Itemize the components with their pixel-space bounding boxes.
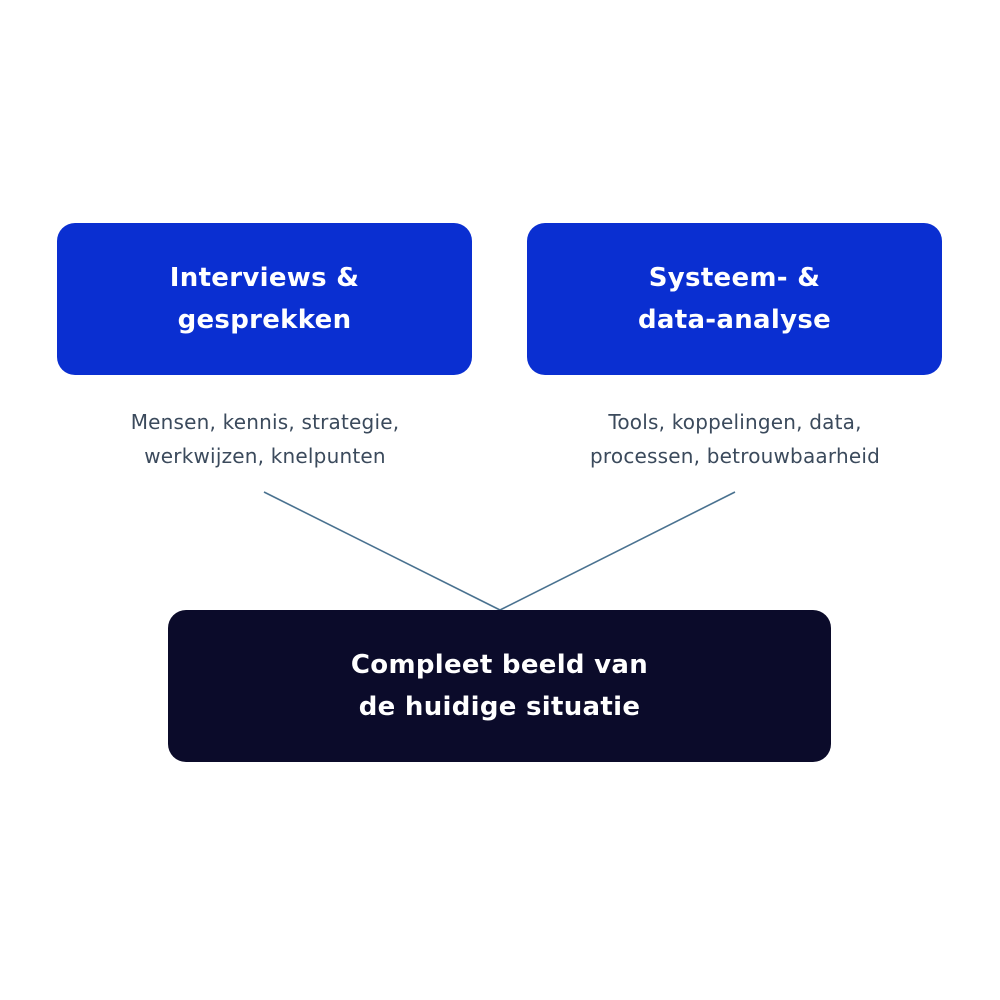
result-title-line: Compleet beeld van <box>350 650 649 680</box>
source-title-line: gesprekken <box>177 305 352 335</box>
source-title-line: Interviews & <box>169 263 360 293</box>
result-title-line: de huidige situatie <box>358 692 641 722</box>
description-line: processen, betrouwbaarheid <box>590 444 880 468</box>
source-title-line: Systeem- & <box>648 263 821 293</box>
source-description-interviews: Mensen, kennis, strategie, werkwijzen, k… <box>55 405 475 473</box>
source-description-analysis: Tools, koppelingen, data, processen, bet… <box>525 405 945 473</box>
connector-left <box>263 491 501 611</box>
source-title-line: data-analyse <box>637 305 832 335</box>
connector-right <box>499 491 736 611</box>
description-line: Mensen, kennis, strategie, <box>130 410 400 434</box>
description-line: Tools, koppelingen, data, <box>608 410 862 434</box>
result-box: Compleet beeld van de huidige situatie <box>168 610 831 762</box>
source-box-interviews: Interviews & gesprekken <box>57 223 472 375</box>
source-box-analysis: Systeem- & data-analyse <box>527 223 942 375</box>
description-line: werkwijzen, knelpunten <box>144 444 386 468</box>
